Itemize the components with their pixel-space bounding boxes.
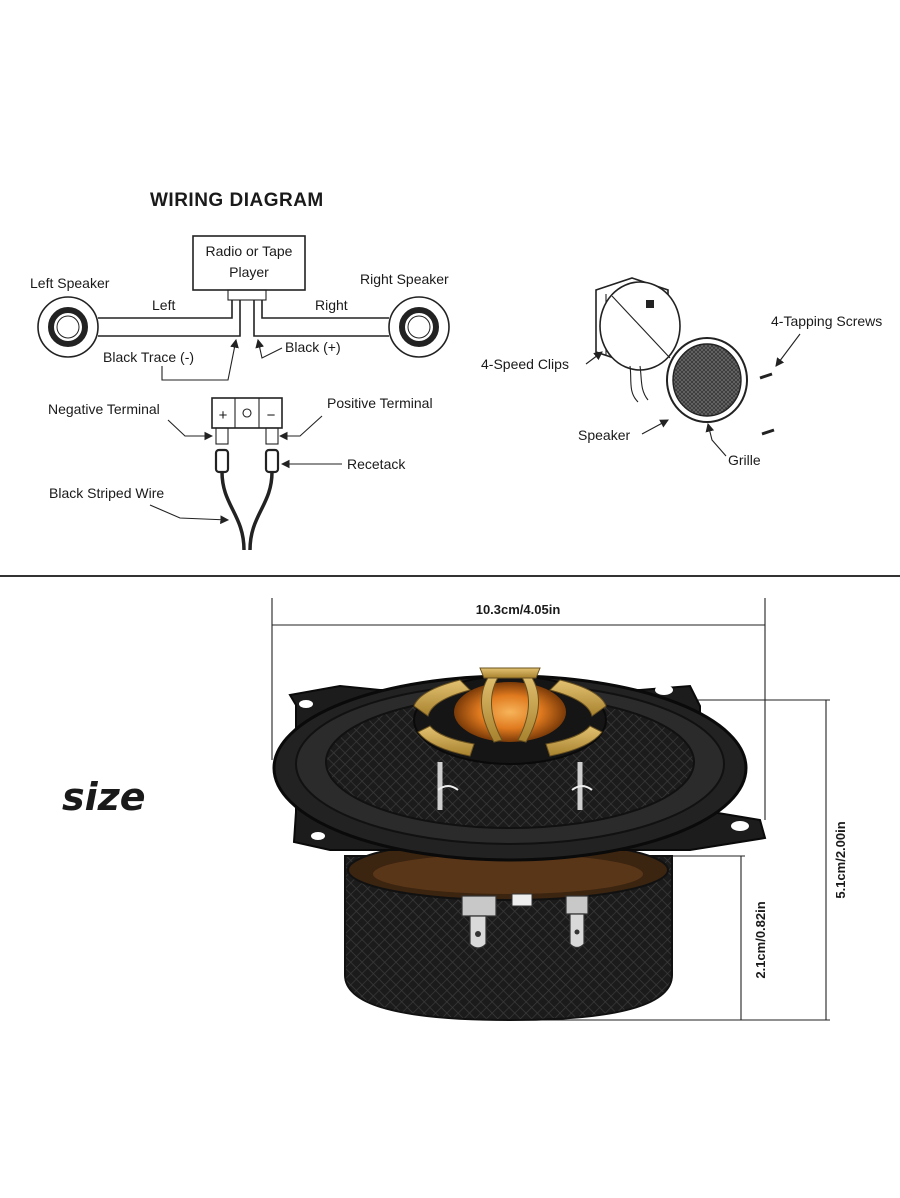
black-trace-pointer (161, 338, 239, 381)
mount-hole-br (731, 821, 749, 831)
tweeter-dome (454, 682, 566, 742)
depth-dim-label: 2.1cm/0.82in (753, 901, 768, 978)
speed-clips-label: 4-Speed Clips (481, 356, 569, 372)
height-dim-label: 5.1cm/2.00in (833, 821, 848, 898)
speaker-terminals (461, 893, 589, 949)
recetack-label: Recetack (347, 456, 406, 472)
size-label: size (62, 775, 146, 819)
right-speaker-label: Right Speaker (360, 271, 449, 287)
wire-positive (248, 471, 274, 551)
speed-clips-pointer (585, 351, 603, 365)
terminal-block: + − (211, 397, 283, 445)
wiring-diagram: WIRING DIAGRAM Radio or Tape Player Left… (30, 190, 450, 551)
wire-negative (220, 471, 246, 551)
left-wire-bottom (98, 300, 241, 337)
striped-wire-pointer (149, 504, 230, 525)
size-section: size 10.3cm/4.05in 5.1cm/2.00in 2.1cm/0.… (62, 598, 848, 1022)
speaker-label: Speaker (578, 427, 630, 443)
black-plus-pointer (255, 338, 283, 359)
left-speaker-label: Left Speaker (30, 275, 110, 291)
speaker-illustration (272, 667, 767, 1022)
tapping-screws-pointer (775, 333, 801, 367)
right-wire-top (261, 300, 389, 319)
black-trace-label: Black Trace (-) (103, 349, 194, 365)
gold-trim (413, 667, 607, 757)
receptacles (214, 448, 280, 474)
mount-hole-bl (311, 832, 325, 840)
right-speaker-icon (388, 296, 450, 358)
radio-label-line1: Radio or Tape (206, 243, 293, 259)
speaker-pointer (641, 419, 669, 435)
mounting-diagram: 4-Tapping Screws 4-Speed Clips Speaker G… (481, 277, 882, 468)
positive-terminal-label: Positive Terminal (327, 395, 433, 411)
negative-terminal-pointer (167, 419, 214, 441)
grille-pointer (705, 422, 727, 457)
negative-terminal-label: Negative Terminal (48, 401, 160, 417)
black-plus-label: Black (+) (285, 339, 341, 355)
left-label: Left (152, 297, 175, 313)
screw-icons (759, 372, 775, 436)
grille-label: Grille (728, 452, 761, 468)
mount-hole-tl (299, 700, 313, 708)
tapping-screws-label: 4-Tapping Screws (771, 313, 882, 329)
width-dim-label: 10.3cm/4.05in (476, 602, 561, 617)
radio-label-line2: Player (229, 264, 269, 280)
speaker-back (599, 281, 681, 403)
right-label: Right (315, 297, 348, 313)
mount-hole-tr (655, 685, 673, 695)
grille-icon (666, 337, 748, 423)
positive-terminal-pointer (278, 415, 323, 441)
terminal-minus: − (267, 407, 276, 424)
radio-plug (227, 289, 267, 301)
terminal-plus: + (219, 407, 228, 424)
wiring-title: WIRING DIAGRAM (150, 190, 324, 211)
magnet-housing (344, 855, 673, 1022)
black-striped-wire-label: Black Striped Wire (49, 485, 164, 501)
right-wire-bottom (253, 300, 389, 337)
left-wire-top (98, 300, 233, 319)
left-speaker-icon (37, 296, 99, 358)
